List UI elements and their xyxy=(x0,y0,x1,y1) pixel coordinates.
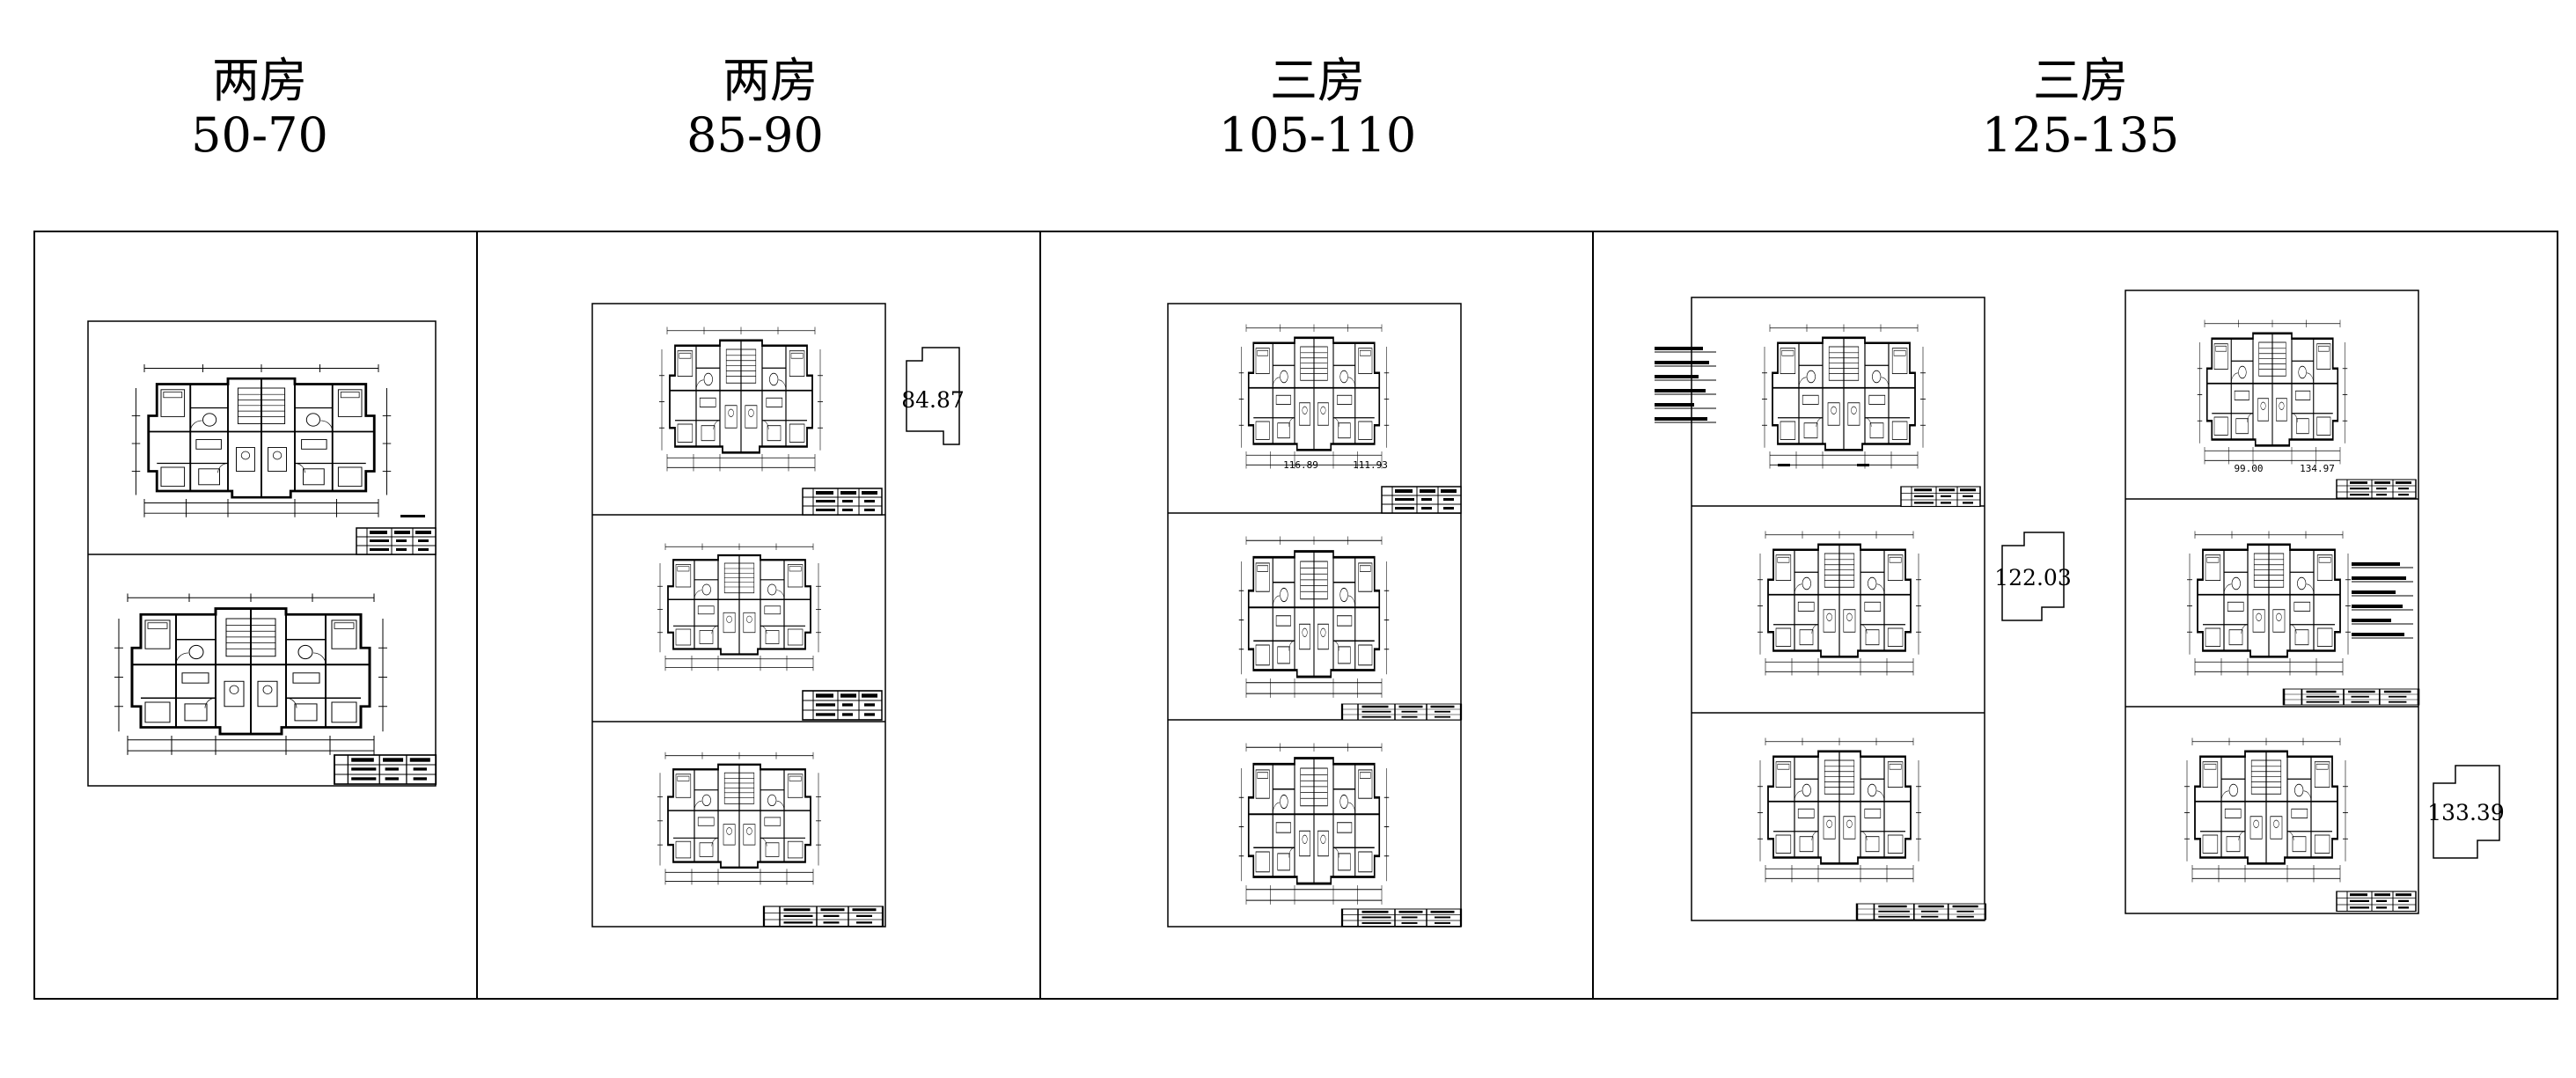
col2-area-box: 84.87 xyxy=(901,347,965,445)
sheet-border xyxy=(33,231,2558,1000)
col1-sheet xyxy=(87,320,437,787)
col4-range-label: 125-135 xyxy=(1982,107,2179,163)
col4b-area-value: 133.39 xyxy=(2427,800,2504,825)
col4b-area-box: 133.39 xyxy=(2427,765,2505,859)
col3-title-block-2 xyxy=(1340,702,1463,722)
col4-right-title-block-3 xyxy=(2336,891,2417,913)
col2-type-label: 两房 xyxy=(723,53,818,108)
col1-range-label: 50-70 xyxy=(191,107,328,163)
col3-sheet: 116.89 111.93 xyxy=(1167,303,1463,928)
col3-plan-value-right: 111.93 xyxy=(1353,459,1388,471)
col4-left-title-block-2 xyxy=(1855,902,1987,921)
col4-type-label: 三房 xyxy=(2033,53,2128,108)
col1-title-block-bottom xyxy=(334,754,437,785)
col1-type-label: 两房 xyxy=(212,53,307,108)
col3-title-block-3 xyxy=(1340,907,1463,928)
col2-title-block-1 xyxy=(802,488,883,516)
col3-type-label: 三房 xyxy=(1270,53,1365,108)
col4-right-title-block-1 xyxy=(2336,479,2417,499)
col4a-area-value: 122.03 xyxy=(1994,565,2071,590)
col4-sheet-right: 99.00 134.97 xyxy=(2125,290,2420,914)
col2-range-label: 85-90 xyxy=(686,107,824,163)
col4b-plan-value-left: 99.00 xyxy=(2234,463,2263,474)
col2-area-value: 84.87 xyxy=(901,387,965,413)
col3-range-label: 105-110 xyxy=(1219,107,1416,163)
col4-sheet-left xyxy=(1654,297,1987,921)
col2-title-block-3 xyxy=(762,905,884,928)
col4a-area-box: 122.03 xyxy=(1994,532,2072,621)
col3-plan-value-left: 116.89 xyxy=(1283,459,1318,471)
col2-title-block-2 xyxy=(802,690,883,721)
col3-title-block-1 xyxy=(1381,486,1462,514)
col4-left-title-block-1 xyxy=(1900,486,1981,508)
col1-title-block-top xyxy=(356,527,437,555)
col4-right-title-block-2 xyxy=(2282,687,2420,707)
col2-sheet xyxy=(591,303,886,928)
col4b-plan-value-right: 134.97 xyxy=(2300,463,2335,474)
